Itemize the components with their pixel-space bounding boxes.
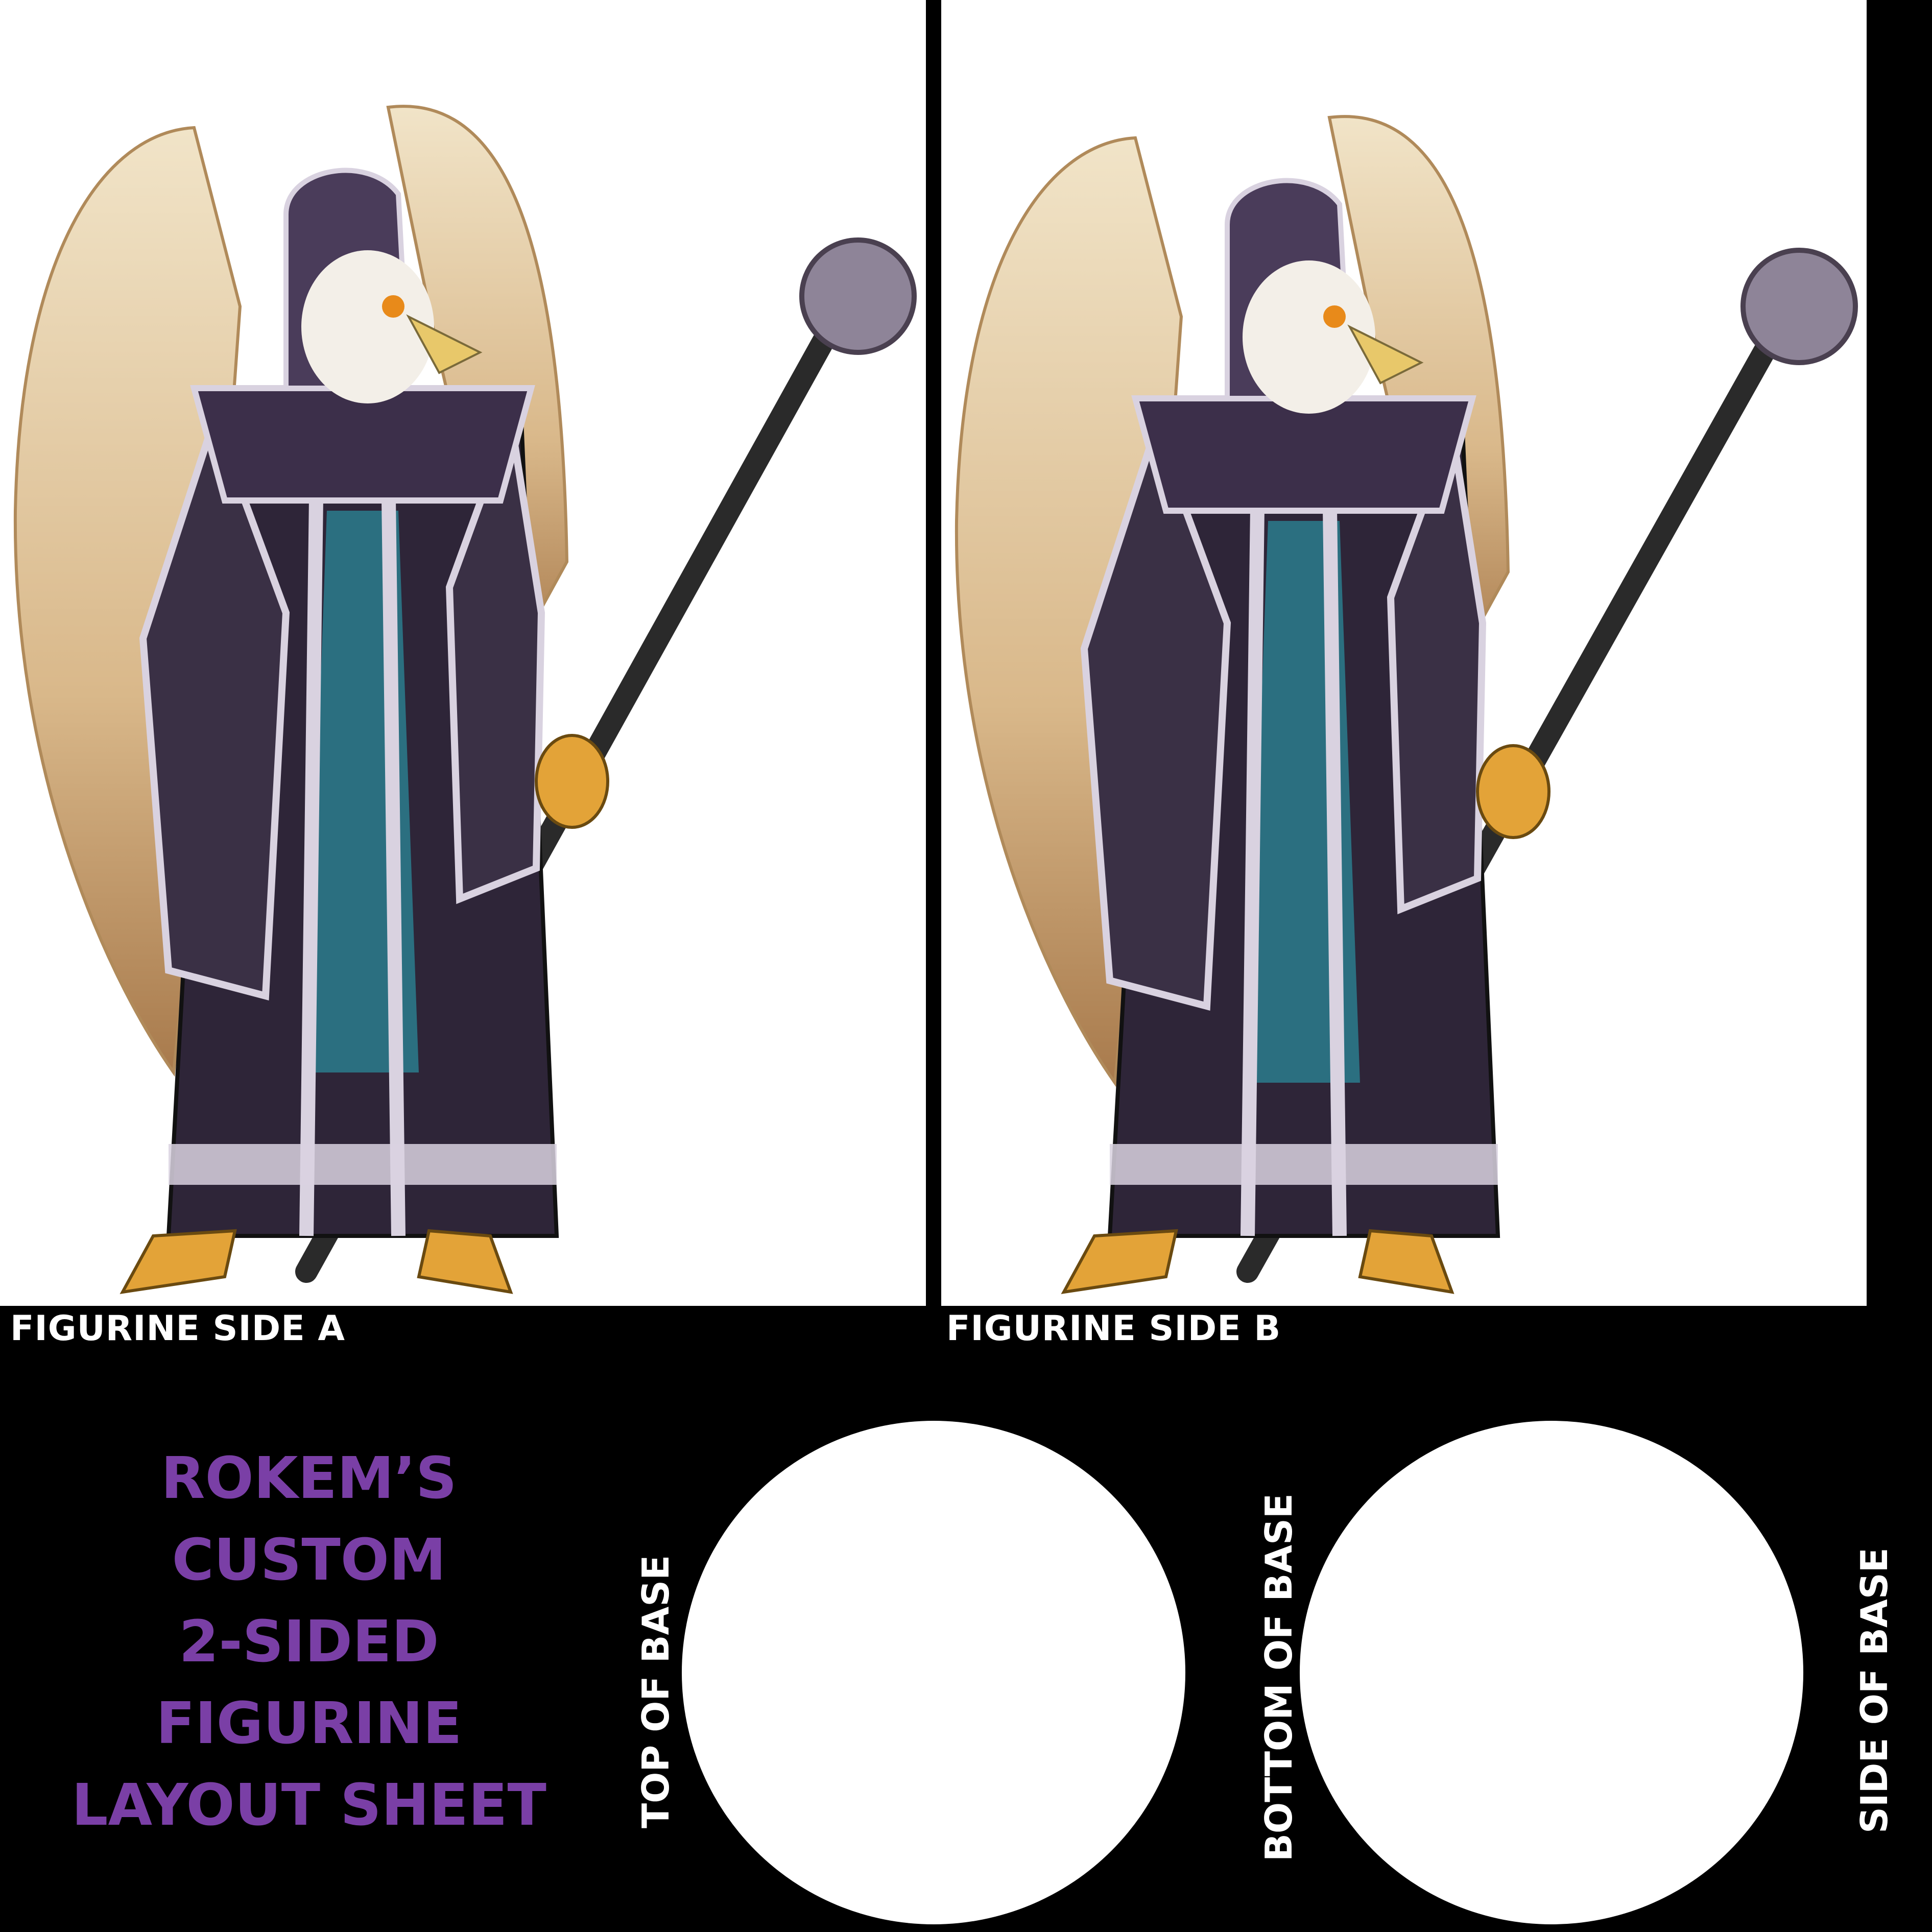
figurine-side-b-label: FIGURINE SIDE B [946, 1308, 1281, 1349]
title-line-1: ROKEM’S [161, 1445, 457, 1512]
sheet-title: ROKEM’S CUSTOM 2-SIDED FIGURINE LAYOUT S… [46, 1438, 572, 1846]
bottom-of-base-circle [1300, 1421, 1803, 1924]
figurine-side-a-panel [0, 0, 926, 1306]
title-line-5: LAYOUT SHEET [71, 1772, 546, 1839]
title-line-4: FIGURINE [156, 1690, 462, 1757]
figurine-side-a-label: FIGURINE SIDE A [10, 1308, 345, 1349]
bottom-of-base-label: BOTTOM OF BASE [1257, 1493, 1300, 1862]
aarakocra-wizard-illustration-b [955, 115, 1858, 1294]
title-line-3: 2-SIDED [179, 1609, 439, 1675]
top-of-base-circle [682, 1421, 1185, 1924]
figurine-side-b-panel [941, 0, 1867, 1306]
top-of-base-label: TOP OF BASE [634, 1555, 677, 1828]
title-line-2: CUSTOM [172, 1527, 446, 1593]
side-of-base-label: SIDE OF BASE [1853, 1547, 1896, 1833]
aarakocra-wizard-illustration-a [13, 105, 917, 1294]
